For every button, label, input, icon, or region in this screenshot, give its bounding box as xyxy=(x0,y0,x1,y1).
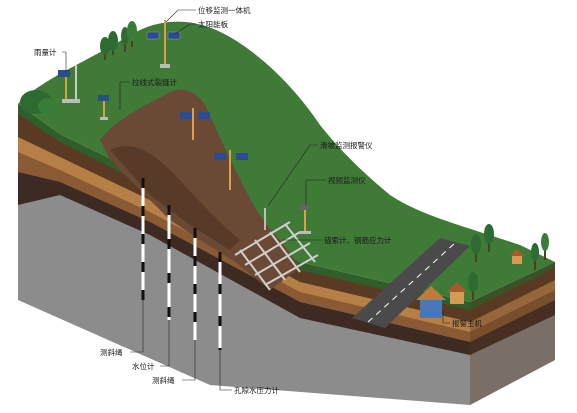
solar-panel-icon xyxy=(98,95,109,101)
label-alarm-host: 报警主机 xyxy=(452,318,482,328)
landslide-shadow xyxy=(110,146,240,250)
boreholes xyxy=(141,178,222,350)
tree xyxy=(541,233,549,260)
label-landslide-alarm: 滑坡监测报警仪 xyxy=(320,140,373,150)
house xyxy=(447,282,467,304)
label-anchor-force-meter: 锚索计、钢筋应力计 xyxy=(324,235,392,245)
grid-line xyxy=(269,231,301,273)
video-station xyxy=(299,205,311,234)
solar-panel-icon xyxy=(58,70,70,77)
tree xyxy=(471,234,481,262)
landslide-body xyxy=(100,89,300,290)
rain-gauge-station xyxy=(58,65,80,103)
hillside-grass xyxy=(18,21,555,302)
solar-panel-icon xyxy=(167,31,181,40)
label-pore-pressure: 孔隙水压力计 xyxy=(234,385,279,395)
grass-edge xyxy=(18,104,555,310)
label-displacement-monitor: 位移监测一体机 xyxy=(198,5,251,15)
solar-panel-icon xyxy=(236,153,248,160)
tree xyxy=(121,27,129,52)
grid-line xyxy=(234,221,291,256)
displacement-station xyxy=(146,20,181,68)
house xyxy=(510,249,524,264)
grid-line xyxy=(254,242,311,276)
grid-line xyxy=(284,223,316,263)
solar-panel-icon xyxy=(214,153,226,160)
solar-panel-icon xyxy=(146,31,160,40)
mid-station xyxy=(180,108,210,140)
alarm-station xyxy=(214,150,248,190)
label-crack-meter: 拉线式裂缝计 xyxy=(132,77,177,87)
tree xyxy=(484,224,494,252)
house xyxy=(416,286,446,318)
road xyxy=(352,238,470,328)
grid-line xyxy=(264,254,319,286)
labels: 位移监测一体机 太阳能板 雨量计 拉线式裂缝计 滑坡监测报警仪 视频监测仪 锚索… xyxy=(34,5,482,395)
label-video-monitor: 视频监测仪 xyxy=(328,175,366,185)
tree xyxy=(108,31,118,55)
dark-rock-layer xyxy=(18,170,555,355)
tree xyxy=(100,37,110,60)
sand-layer xyxy=(18,150,555,342)
trees xyxy=(20,21,549,300)
topsoil-layer xyxy=(18,112,555,322)
grid-line xyxy=(244,231,301,266)
terrain-top xyxy=(18,21,555,302)
crack-meter-station xyxy=(98,95,109,120)
label-rain-gauge: 雨量计 xyxy=(34,47,57,57)
terrain-block xyxy=(18,104,555,405)
camera-icon xyxy=(300,205,309,210)
tree xyxy=(127,21,137,47)
solar-panel-icon xyxy=(180,112,192,119)
bedrock-layer xyxy=(18,180,555,405)
label-inclinometer-mid: 测斜绳 xyxy=(152,375,175,385)
grid-line xyxy=(254,239,286,281)
grid-line xyxy=(239,249,271,291)
solar-panel-icon xyxy=(198,112,210,119)
anchor-frame-grid xyxy=(234,221,319,291)
tree xyxy=(468,272,478,300)
label-water-level: 水位计 xyxy=(132,361,155,371)
right-block-side xyxy=(470,262,555,405)
tree xyxy=(531,243,539,270)
leader-lines xyxy=(62,9,450,391)
monitoring-stations xyxy=(58,20,311,234)
clay-layer xyxy=(18,135,555,332)
label-inclinometer-left: 测斜绳 xyxy=(100,347,123,357)
bush xyxy=(20,90,58,114)
label-solar-panel: 太阳能板 xyxy=(198,19,228,29)
houses xyxy=(416,249,524,318)
road-center-line xyxy=(367,242,456,323)
